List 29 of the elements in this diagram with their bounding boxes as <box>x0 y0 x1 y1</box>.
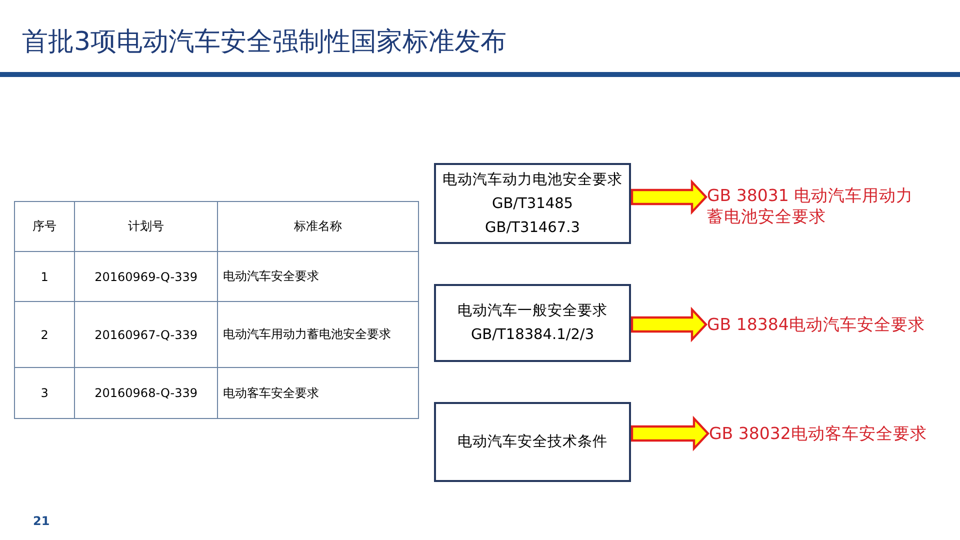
standard-name: GB 38031 电动汽车用动力蓄电池安全要求 <box>707 185 922 227</box>
table-cell: 电动汽车用动力蓄电池安全要求 <box>218 302 418 368</box>
page-number: 21 <box>33 514 50 528</box>
table-cell: 20160969-Q-339 <box>74 252 218 302</box>
box-text: 电动汽车动力电池安全要求 <box>442 170 622 190</box>
table-cell: 电动客车安全要求 <box>218 368 418 418</box>
table-cell: 3 <box>14 368 75 418</box>
standard-box <box>434 284 631 362</box>
box-text: GB/T18384.1/2/3 <box>470 326 594 345</box>
table-cell: 电动汽车安全要求 <box>218 252 418 302</box>
table-cell: 20160967-Q-339 <box>74 302 218 368</box>
block-arrow <box>630 179 708 215</box>
box-text: 电动汽车安全技术条件 <box>458 432 608 452</box>
table-cell: 计划号 <box>74 202 218 252</box>
table-cell: 标准名称 <box>218 202 418 252</box>
slide-title: 首批3项电动汽车安全强制性国家标准发布 <box>22 26 507 59</box>
block-arrow <box>630 306 708 342</box>
box-text: GB/T31467.3 <box>485 218 580 238</box>
table-cell: 1 <box>14 252 75 302</box>
box-text: 电动汽车一般安全要求 <box>458 302 608 321</box>
standard-name: GB 38032电动客车安全要求 <box>709 423 949 444</box>
table-cell: 20160968-Q-339 <box>74 368 218 418</box>
table-cell: 序号 <box>14 202 75 252</box>
standard-name: GB 18384电动汽车安全要求 <box>707 314 947 335</box>
box-text: GB/T31485 <box>492 194 574 214</box>
standard-box <box>434 402 631 482</box>
table-cell: 2 <box>14 302 75 368</box>
standard-box <box>434 163 631 244</box>
block-arrow <box>630 416 710 452</box>
